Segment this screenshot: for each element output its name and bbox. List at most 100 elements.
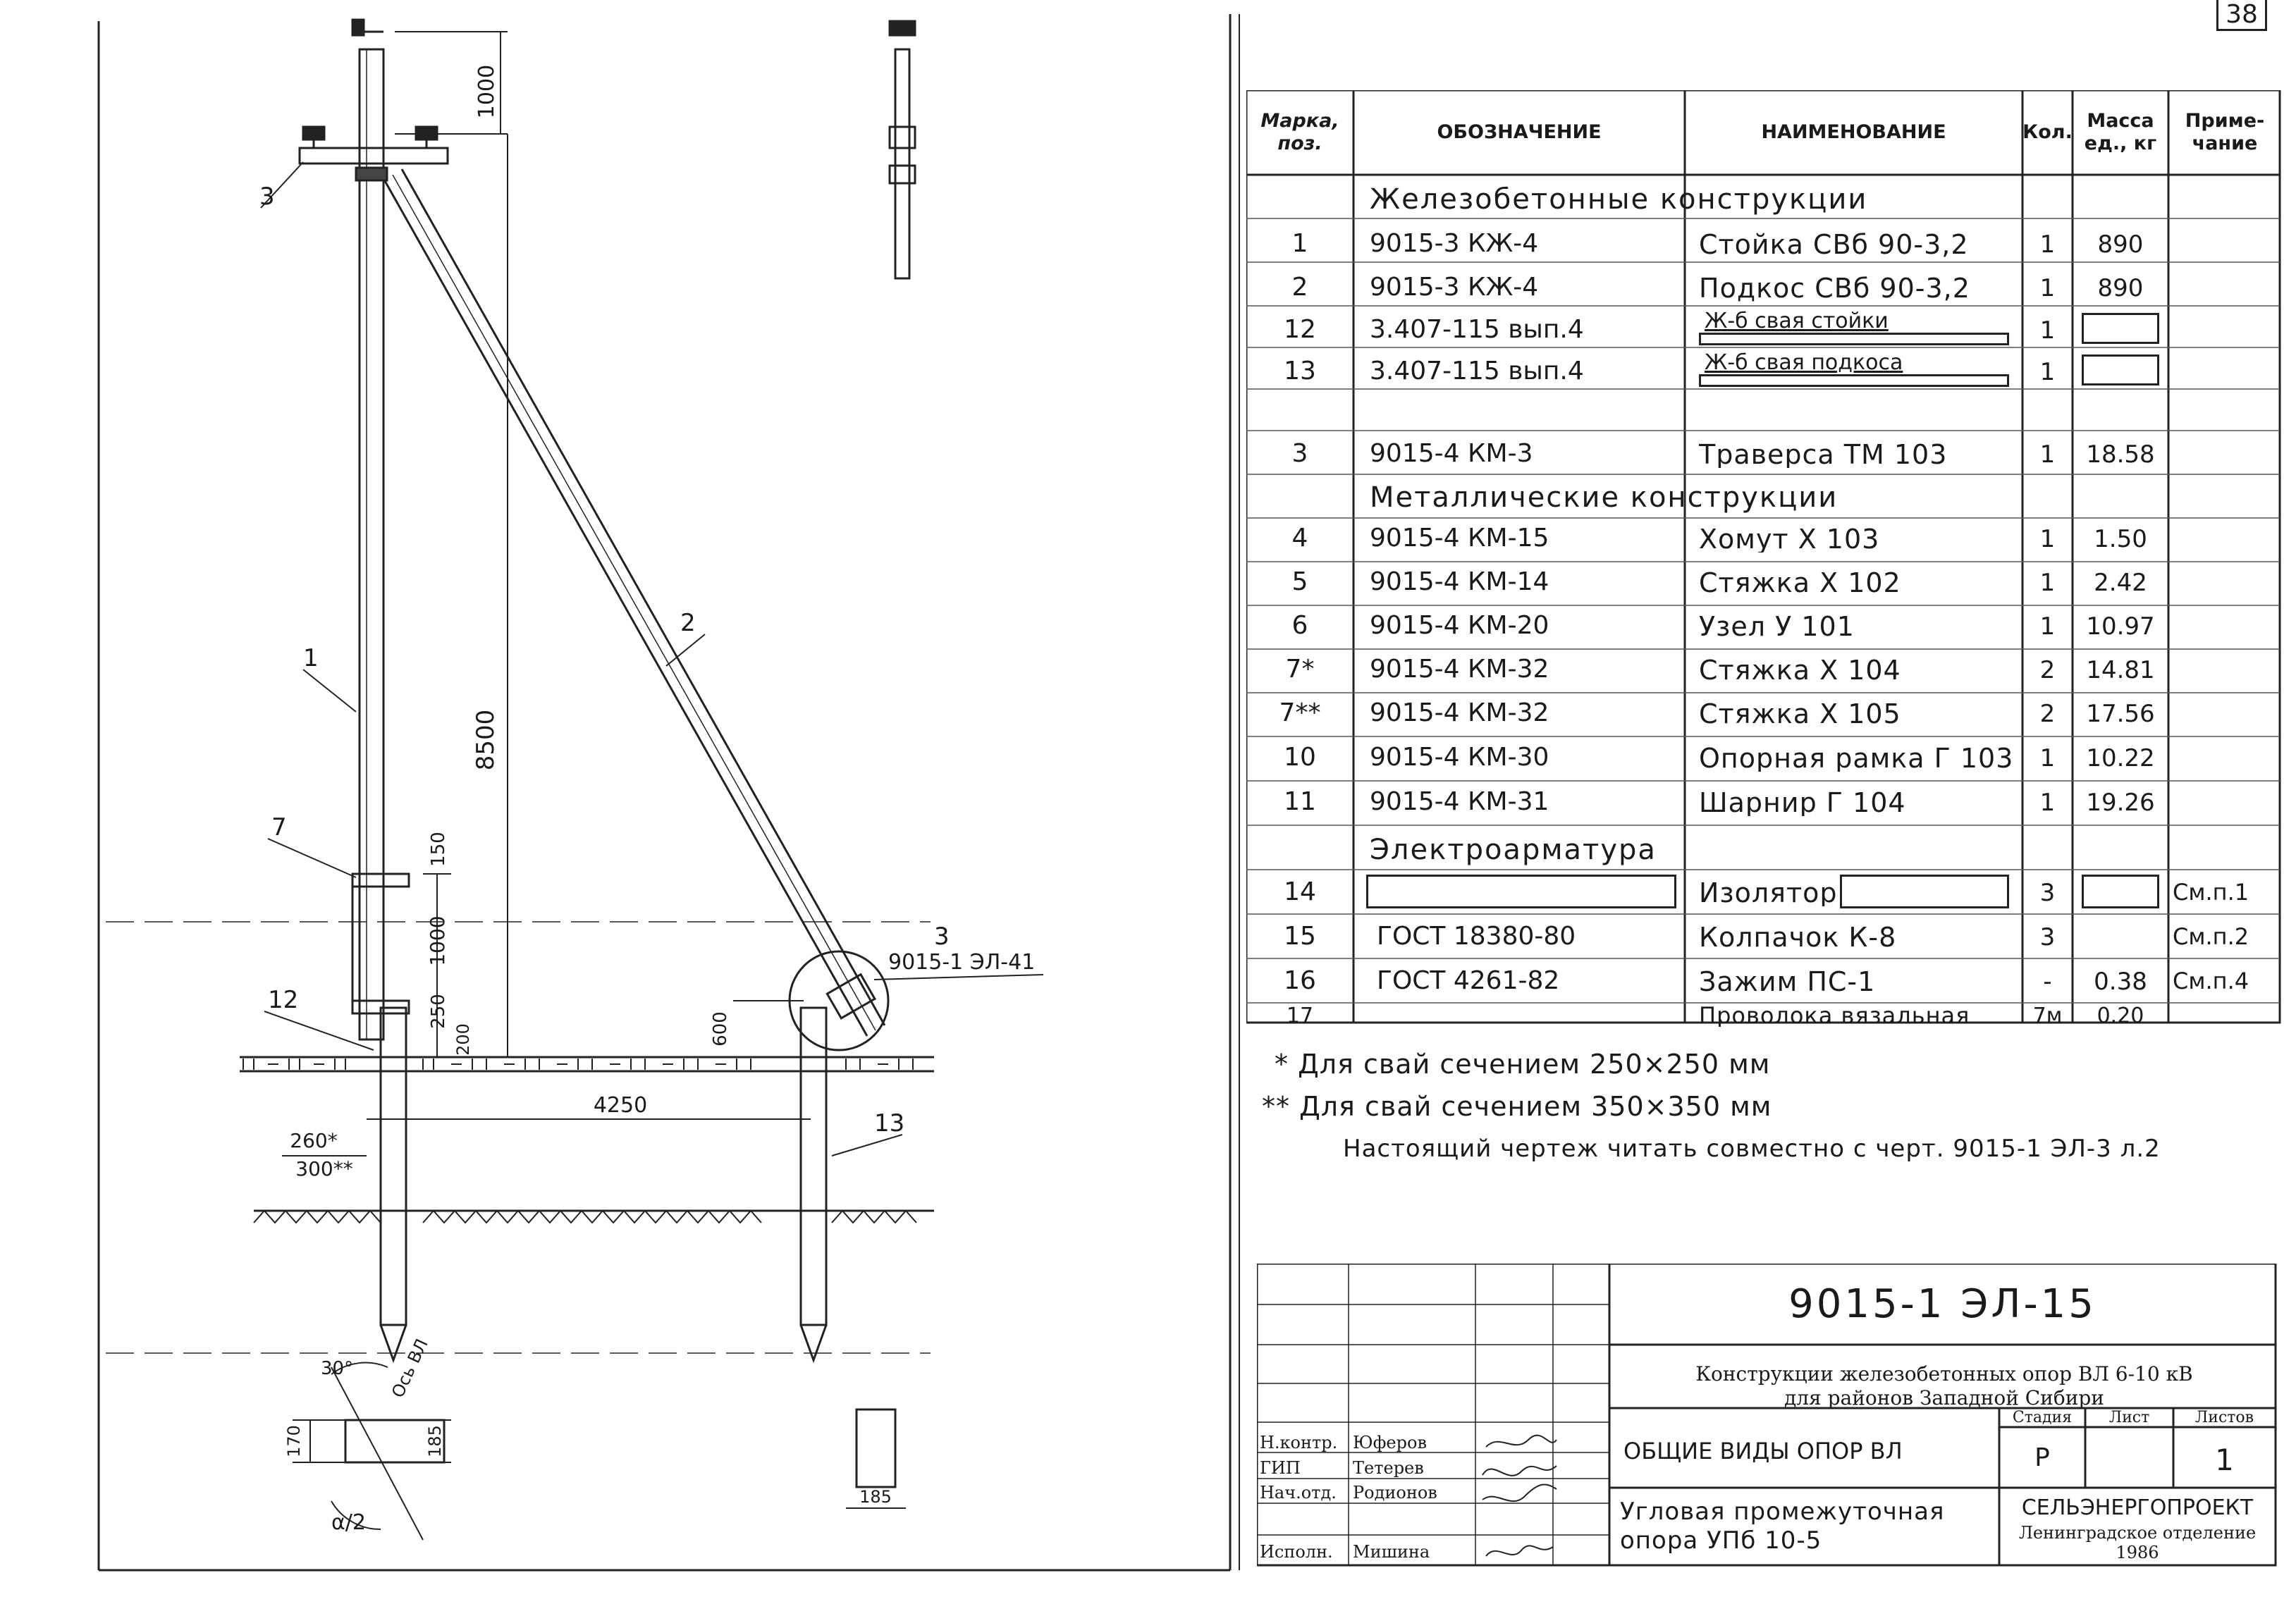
row-mass: 18.58 bbox=[2086, 443, 2155, 467]
row-name: Изолятор bbox=[1699, 880, 1838, 906]
sig-name: Юферов bbox=[1353, 1433, 1427, 1452]
org-dept: Ленинградское отделение bbox=[2018, 1523, 2257, 1543]
row-name: Колпачок К-8 bbox=[1699, 924, 1897, 951]
row-code: 9015-4 КМ-14 bbox=[1370, 569, 1549, 595]
row-name: Стяжка Х 102 bbox=[1699, 569, 1901, 596]
row-mass: 890 bbox=[2097, 233, 2144, 257]
row-qty: 1 bbox=[2039, 791, 2056, 815]
row-mark: 5 bbox=[1291, 569, 1308, 595]
dim-600: 600 bbox=[710, 1011, 731, 1047]
row-qty: 1 bbox=[2039, 233, 2056, 257]
row-mark: 11 bbox=[1284, 789, 1316, 815]
row-mark: 7* bbox=[1285, 657, 1315, 682]
row-name: Стяжка Х 105 bbox=[1699, 701, 1901, 727]
specification-table: Марка, поз. ОБОЗНАЧЕНИЕ НАИМЕНОВАНИЕ Кол… bbox=[1246, 90, 2281, 1027]
sig-name: Родионов bbox=[1353, 1483, 1437, 1503]
row-code: 9015-3 КЖ-4 bbox=[1370, 231, 1539, 257]
row-qty: 1 bbox=[2039, 615, 2056, 638]
row-qty: 1 bbox=[2039, 276, 2056, 300]
project-title: Конструкции железобетонных опор ВЛ 6-10 … bbox=[1695, 1362, 2193, 1409]
row-name: Траверса ТМ 103 bbox=[1699, 441, 1948, 468]
row-code: 3.407-115 вып.4 bbox=[1370, 317, 1584, 343]
note-2: ** Для свай сечением 350×350 мм bbox=[1262, 1091, 1772, 1122]
sig-role: Нач.отд. bbox=[1260, 1483, 1337, 1503]
row-qty: 1 bbox=[2039, 443, 2056, 467]
row-note: См.п.4 bbox=[2173, 970, 2249, 992]
row-code: 9015-4 КМ-32 bbox=[1370, 701, 1549, 726]
stage-label: Стадия bbox=[2012, 1409, 2073, 1426]
row-qty: - bbox=[2043, 970, 2052, 994]
dim-150: 150 bbox=[428, 832, 449, 867]
row-qty: 2 bbox=[2039, 658, 2056, 682]
sig-name: Мишина bbox=[1353, 1542, 1430, 1562]
dim-170-plan: 170 bbox=[284, 1425, 304, 1457]
row-note: См.п.1 bbox=[2173, 881, 2249, 903]
row-mass: 1.50 bbox=[2094, 527, 2147, 551]
row-name: Проволока вязальная bbox=[1699, 1004, 1970, 1027]
row-mark: 7** bbox=[1279, 701, 1321, 726]
callout-3: 3 bbox=[259, 183, 275, 211]
header-code: ОБОЗНАЧЕНИЕ bbox=[1437, 121, 1602, 143]
mass-field-box bbox=[2082, 875, 2159, 908]
row-name: Ж-б свая подкоса bbox=[1705, 352, 1903, 374]
row-name: Опорная рамка Г 103 bbox=[1699, 745, 2014, 772]
elevation-drawing: 1000 8500 150 1000 250 200 600 4250 260*… bbox=[97, 14, 1240, 1572]
sheets-label: Листов bbox=[2194, 1409, 2254, 1426]
row-mark: 12 bbox=[1284, 317, 1316, 343]
sheets-value: 1 bbox=[2215, 1443, 2234, 1477]
row-qty: 3 bbox=[2039, 881, 2056, 905]
section-metal: Металлические конструкции bbox=[1370, 481, 1838, 514]
row-mark: 6 bbox=[1291, 613, 1308, 638]
callout-1: 1 bbox=[303, 644, 319, 672]
sheet-number: 38 bbox=[2216, 0, 2267, 31]
section-concrete: Железобетонные конструкции bbox=[1370, 183, 1868, 216]
row-mass: 2.42 bbox=[2094, 571, 2147, 595]
note-1: * Для свай сечением 250×250 мм bbox=[1275, 1049, 1771, 1080]
row-mark: 2 bbox=[1291, 275, 1308, 300]
callout-3-node: 3 bbox=[934, 923, 950, 951]
code-field-box bbox=[1366, 875, 1676, 908]
angle-30: 30° bbox=[321, 1358, 353, 1379]
sig-role: Н.контр. bbox=[1260, 1433, 1338, 1452]
title-block: 9015-1 ЭЛ-15 Конструкции железобетонных … bbox=[1257, 1264, 2277, 1567]
row-mark: 10 bbox=[1284, 745, 1316, 770]
header-mass: Масса ед., кг bbox=[2084, 109, 2157, 154]
row-mass: 10.22 bbox=[2086, 746, 2155, 770]
callout-2: 2 bbox=[680, 609, 696, 637]
row-mass: 890 bbox=[2097, 276, 2144, 300]
row-code: 9015-4 КМ-32 bbox=[1370, 657, 1549, 682]
row-mark: 14 bbox=[1284, 880, 1316, 905]
callout-13: 13 bbox=[874, 1109, 904, 1137]
row-mark: 17 bbox=[1286, 1006, 1314, 1027]
row-name: Узел У 101 bbox=[1699, 613, 1855, 640]
row-qty: 2 bbox=[2039, 702, 2056, 726]
mass-field-box bbox=[2082, 354, 2159, 385]
row-code: 9015-4 КМ-31 bbox=[1370, 789, 1549, 815]
stage-value: Р bbox=[2034, 1443, 2050, 1472]
row-name: Подкос СВб 90-3,2 bbox=[1699, 275, 1970, 302]
doc-code: 9015-1 ЭЛ-15 bbox=[1788, 1281, 2097, 1327]
note-3: Настоящий чертеж читать совместно с черт… bbox=[1343, 1135, 2161, 1163]
row-mark: 1 bbox=[1291, 231, 1308, 257]
ref-vl: 9015-1 ЭЛ-41 bbox=[888, 950, 1035, 975]
row-mass: 0.20 bbox=[2097, 1006, 2144, 1027]
dim-4250: 4250 bbox=[594, 1093, 647, 1118]
header-name: НАИМЕНОВАНИЕ bbox=[1761, 121, 1946, 143]
row-name: Шарнир Г 104 bbox=[1699, 789, 1906, 816]
name-field-box bbox=[1699, 333, 2009, 345]
row-mark: 16 bbox=[1284, 968, 1316, 994]
sheet-title: ОБЩИЕ ВИДЫ ОПОР ВЛ bbox=[1623, 1438, 1903, 1464]
row-qty: 3 bbox=[2039, 925, 2056, 949]
row-mass: 14.81 bbox=[2086, 658, 2155, 682]
sig-role: ГИП bbox=[1260, 1458, 1301, 1478]
row-code: 9015-4 КМ-15 bbox=[1370, 526, 1549, 551]
row-code: 9015-3 КЖ-4 bbox=[1370, 275, 1539, 300]
dim-300: 300** bbox=[295, 1157, 352, 1180]
row-mass: 19.26 bbox=[2086, 791, 2155, 815]
row-name: Ж-б свая стойки bbox=[1705, 311, 1889, 332]
mass-field-box bbox=[2082, 313, 2159, 344]
callout-7: 7 bbox=[271, 813, 287, 841]
name-field-box bbox=[1699, 374, 2009, 387]
sig-role: Исполн. bbox=[1260, 1542, 1333, 1562]
row-qty: 7м bbox=[2032, 1006, 2063, 1027]
